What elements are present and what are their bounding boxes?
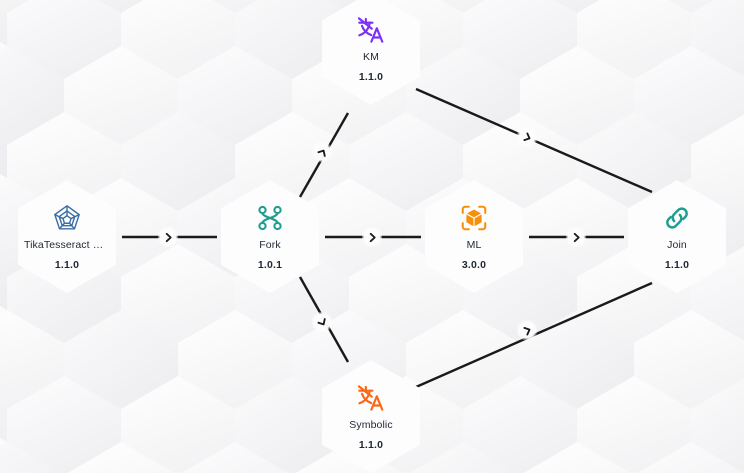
- git-fork-icon: [255, 203, 285, 233]
- cube-scan-icon: [459, 203, 489, 233]
- node-version-km: 1.1.0: [358, 70, 384, 83]
- graph-node-join[interactable]: Join 1.1.0: [628, 180, 726, 293]
- node-version-tika: 1.1.0: [54, 258, 80, 271]
- node-hexagon-shape-ml: [425, 180, 523, 293]
- node-label-fork: Fork: [259, 238, 281, 251]
- node-version-fork: 1.0.1: [257, 258, 283, 271]
- node-version-symbolic: 1.1.0: [358, 438, 384, 451]
- node-label-join: Join: [667, 238, 687, 251]
- graph-node-symbolic[interactable]: Symbolic 1.1.0: [322, 360, 420, 473]
- node-hexagon-shape-symbolic: [322, 360, 420, 473]
- node-version-ml: 3.0.0: [461, 258, 487, 271]
- node-content-ml: ML 3.0.0: [425, 180, 523, 293]
- translate-icon: [356, 383, 386, 413]
- node-label-km: KM: [363, 50, 379, 63]
- node-content-join: Join 1.1.0: [628, 180, 726, 293]
- graph-node-fork[interactable]: Fork 1.0.1: [221, 180, 319, 293]
- node-version-join: 1.1.0: [664, 258, 690, 271]
- graph-node-tika[interactable]: TikaTesseract Conver… 1.1.0: [18, 180, 116, 293]
- node-content-tika: TikaTesseract Conver… 1.1.0: [18, 180, 116, 293]
- link-chain-icon: [662, 203, 692, 233]
- node-content-symbolic: Symbolic 1.1.0: [322, 360, 420, 473]
- node-label-tika: TikaTesseract Conver…: [24, 238, 110, 251]
- graph-node-km[interactable]: KM 1.1.0: [322, 0, 420, 105]
- graph-node-ml[interactable]: ML 3.0.0: [425, 180, 523, 293]
- node-content-fork: Fork 1.0.1: [221, 180, 319, 293]
- translate-icon: [356, 15, 386, 45]
- node-label-ml: ML: [466, 238, 482, 251]
- pentagon-tesseract-icon: [52, 203, 82, 233]
- node-content-km: KM 1.1.0: [322, 0, 420, 105]
- node-label-symbolic: Symbolic: [349, 418, 393, 431]
